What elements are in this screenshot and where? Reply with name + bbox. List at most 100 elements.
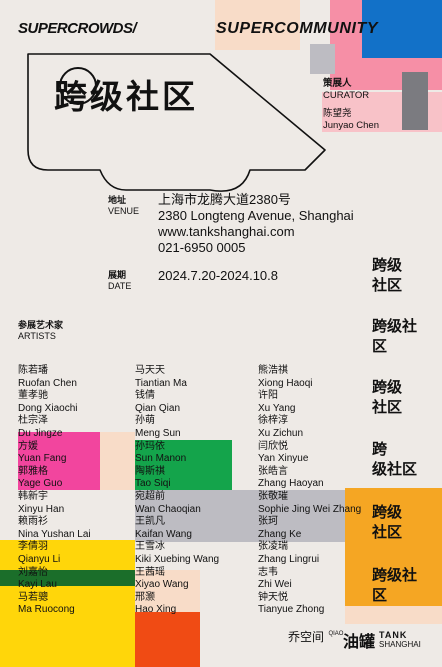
artist-name: 张凌瑞 xyxy=(258,541,288,553)
artist-name: Ruofan Chen xyxy=(18,377,77,389)
blue-block-top-right xyxy=(362,0,442,58)
artist-name: 陈若璠 xyxy=(18,365,48,376)
artist-name: Tao Siqi xyxy=(135,478,171,490)
artist-name: 张珂 xyxy=(258,516,278,528)
tank-logo-cn: 油罐 xyxy=(343,634,376,651)
artist-name: 杜宗泽 xyxy=(18,415,48,427)
artist-name: Sophie Jing Wei Zhang xyxy=(258,503,362,515)
artist-name: 徐梓淳 xyxy=(258,415,288,427)
gray-block-mid xyxy=(135,490,345,542)
right-title-2: 跨级社 区 xyxy=(372,317,418,355)
artist-name: Nina Yushan Lai xyxy=(18,528,91,540)
artists-label-en: ARTISTS xyxy=(18,331,56,341)
curator-block: 策展人 CURATOR 陈望尧 Junyao Chen xyxy=(323,78,379,132)
artist-name: Xiyao Wang xyxy=(135,579,189,591)
artist-name: Xinyu Han xyxy=(18,503,65,515)
qiao-logo-cn: 乔空间 xyxy=(288,630,325,644)
artist-name: Yuan Fang xyxy=(18,453,67,465)
artist-name: Yan Xinyue xyxy=(258,453,309,465)
right-title-4: 跨 级社区 xyxy=(372,440,418,478)
artist-name: Meng Sun xyxy=(135,427,181,439)
artist-name: Qian Qian xyxy=(135,402,181,414)
artist-name: Kiki Xuebing Wang xyxy=(135,553,220,565)
artist-name: 邢灏 xyxy=(135,591,155,603)
venue-label-cn: 地址 xyxy=(108,195,127,205)
date-value: 2024.7.20-2024.10.8 xyxy=(158,268,278,283)
date-label-cn: 展期 xyxy=(108,270,127,280)
venue-phone: 021-6950 0005 xyxy=(158,240,246,255)
artist-name: Tianyue Zhong xyxy=(258,604,325,616)
artist-name: Zhang Ke xyxy=(258,528,302,540)
artists-label: 参展艺术家 ARTISTS xyxy=(18,320,63,342)
peach-block-top xyxy=(215,0,300,50)
artist-name: Zhang Lingrui xyxy=(258,553,320,565)
artist-name: 志韦 xyxy=(258,566,278,578)
curator-name-cn: 陈望尧 xyxy=(323,108,352,119)
peach-strip-bottom-right xyxy=(345,606,442,624)
venue-address-cn: 上海市龙腾大道2380号 xyxy=(158,192,291,207)
dark-green-stripe xyxy=(0,570,135,586)
qiao-logo: 乔空间 QIAO xyxy=(288,628,343,646)
artist-name: Du Jingze xyxy=(18,427,63,439)
gray-block-right xyxy=(310,44,335,74)
artist-name: Yage Guo xyxy=(18,478,63,490)
date-label: 展期 DATE xyxy=(108,270,131,292)
peach-block-mid xyxy=(100,432,135,490)
yellow-block-bottom-left xyxy=(0,540,135,667)
artist-name: Kaifan Wang xyxy=(135,528,192,540)
tank-logo: 油罐 TANK SHANGHAI xyxy=(343,628,421,652)
artist-name: 陶斯祺 xyxy=(135,465,165,477)
artist-name: 郭雅格 xyxy=(18,465,48,477)
artist-name: 许阳 xyxy=(258,390,278,402)
artist-name: 王凯凡 xyxy=(135,516,165,528)
curator-label-cn: 策展人 xyxy=(323,78,352,89)
tank-logo-en: TANK SHANGHAI xyxy=(379,630,421,650)
magenta-block xyxy=(18,432,100,490)
right-title-6: 跨级社 区 xyxy=(372,566,418,604)
artists-label-cn: 参展艺术家 xyxy=(18,320,64,330)
artist-name: Hao Xing xyxy=(135,604,177,616)
date-label-en: DATE xyxy=(108,281,132,291)
curator-label-en: CURATOR xyxy=(323,90,370,101)
artist-name: 宛超前 xyxy=(135,490,165,502)
artist-name: Xiong Haoqi xyxy=(258,377,313,389)
artist-name: 李倩羽 xyxy=(18,541,48,553)
artist-name: Qianyu Li xyxy=(18,553,61,565)
artist-name: 马若骢 xyxy=(18,591,48,603)
header-supercrowds: SUPERCROWDS/ xyxy=(18,20,137,37)
orange-block-right xyxy=(345,488,442,606)
artist-name: Zhang Haoyan xyxy=(258,478,324,490)
artist-name: Ma Ruocong xyxy=(18,604,75,616)
artist-name: 孙玛依 xyxy=(135,440,165,452)
main-title: 跨级社区 xyxy=(54,77,198,116)
green-block xyxy=(135,440,232,490)
qiao-logo-en: QIAO xyxy=(328,631,344,637)
curator-name-en: Junyao Chen xyxy=(323,120,379,131)
artist-name: 孙萌 xyxy=(135,415,155,427)
tank-logo-en-2: SHANGHAI xyxy=(379,640,421,649)
venue-address-en: 2380 Longteng Avenue, Shanghai xyxy=(158,208,354,223)
peach-block-bottom xyxy=(135,570,200,612)
header-supercommunity: SUPERCOMMUNITY xyxy=(216,20,379,37)
venue-details: 上海市龙腾大道2380号 2380 Longteng Avenue, Shang… xyxy=(158,192,354,256)
artist-name: 董孝驰 xyxy=(18,390,48,402)
venue-website[interactable]: www.tankshanghai.com xyxy=(158,224,295,239)
artist-name: 张敬璀 xyxy=(258,490,288,502)
dark-gray-block-right xyxy=(402,72,428,130)
artist-name: Wan Chaoqian xyxy=(135,503,201,515)
artist-name: 熊浩祺 xyxy=(258,365,288,376)
artist-name: 钟天悦 xyxy=(258,591,288,603)
artist-name: 方媛 xyxy=(18,440,38,452)
artist-name: 闫欣悦 xyxy=(258,440,288,452)
venue-label-en: VENUE xyxy=(108,206,140,216)
artist-name: 钱倩 xyxy=(135,390,155,402)
tank-logo-en-1: TANK xyxy=(379,630,408,640)
artist-name: 王茜瑶 xyxy=(135,566,165,578)
artist-name: Dong Xiaochi xyxy=(18,402,78,414)
artist-name: 张皓言 xyxy=(258,465,288,477)
artist-name: Xu Zichun xyxy=(258,427,304,439)
artist-name: 刘嘉怡 xyxy=(18,566,48,578)
